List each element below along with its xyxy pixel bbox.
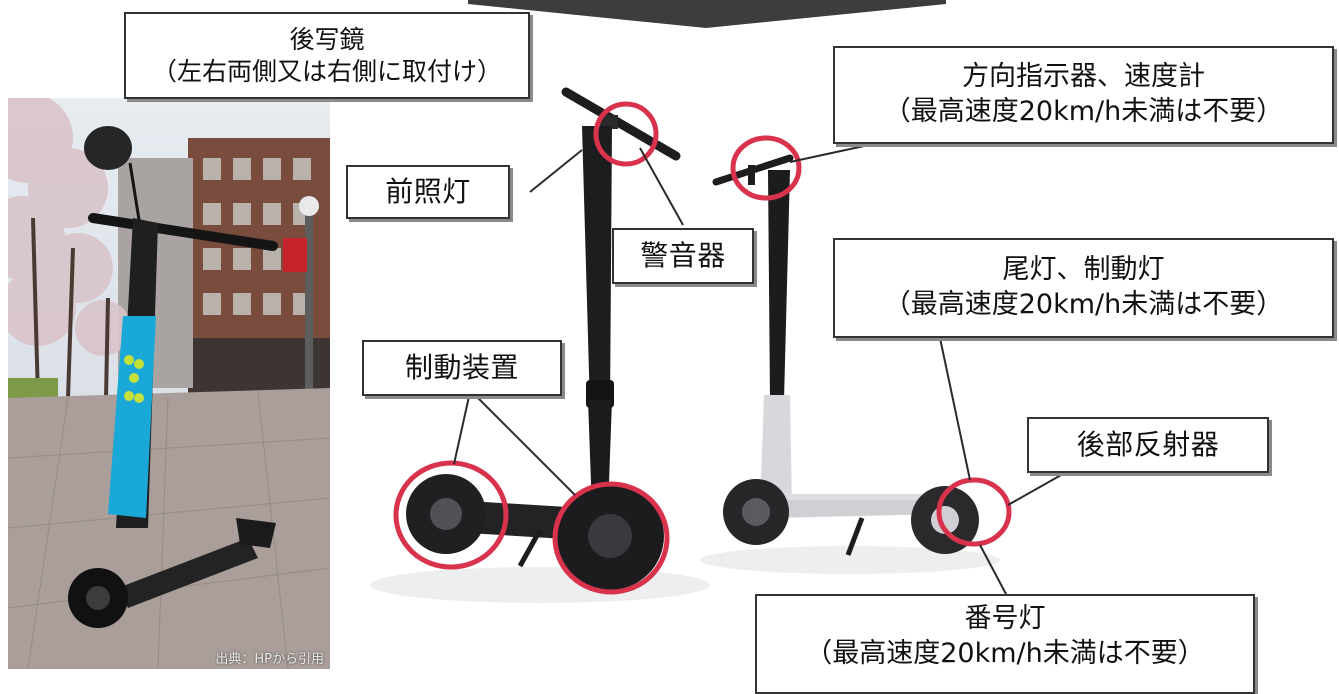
label-rear-reflector: 後部反射器 bbox=[1027, 417, 1269, 473]
ground-shadow bbox=[700, 546, 1000, 574]
highlight-rear-reflector bbox=[936, 477, 1012, 547]
top-banner bbox=[468, 0, 946, 28]
label-tail-light-title: 尾灯、制動灯 bbox=[1002, 254, 1165, 286]
label-rear-reflector-text: 後部反射器 bbox=[1076, 428, 1220, 462]
leader-tail-light bbox=[939, 337, 971, 481]
label-plate-light-title: 番号灯 bbox=[964, 603, 1046, 634]
label-turn-signal-note: （最高速度20km/h未満は不要） bbox=[883, 96, 1284, 127]
label-turn-signal-title: 方向指示器、速度計 bbox=[962, 61, 1205, 93]
highlight-turn-signal bbox=[730, 135, 802, 201]
leader-horn bbox=[639, 147, 684, 226]
street-scooter-photo: 出典：HPから引用 bbox=[8, 98, 330, 669]
label-plate-light-note: （最高速度20km/h未満は不要） bbox=[805, 637, 1205, 669]
scene-illustration bbox=[119, 0, 1071, 603]
white-scooter bbox=[712, 154, 979, 556]
highlight-rear-brake bbox=[552, 481, 670, 595]
label-rear-mirror-note: （左右両側又は右側に取付け） bbox=[151, 56, 502, 86]
label-headlight-text: 前照灯 bbox=[385, 175, 471, 209]
label-headlight: 前照灯 bbox=[346, 165, 510, 219]
label-tail-light-note: （最高速度20km/h未満は不要） bbox=[883, 289, 1284, 320]
highlight-front-brake bbox=[393, 460, 509, 570]
label-rear-mirror: 後写鏡 （左右両側又は右側に取付け） bbox=[124, 12, 530, 99]
leader-headlight bbox=[529, 149, 583, 193]
leader-reflector bbox=[1007, 469, 1071, 506]
label-tail-light: 尾灯、制動灯 （最高速度20km/h未満は不要） bbox=[833, 238, 1334, 338]
leader-brake-rear bbox=[471, 391, 576, 496]
label-rear-mirror-title: 後写鏡 bbox=[289, 24, 365, 54]
leader-turn-signal bbox=[789, 142, 879, 163]
label-brake: 制動装置 bbox=[362, 340, 562, 396]
label-plate-light: 番号灯 （最高速度20km/h未満は不要） bbox=[755, 594, 1255, 694]
label-turn-signal: 方向指示器、速度計 （最高速度20km/h未満は不要） bbox=[833, 46, 1334, 144]
label-horn-text: 警音器 bbox=[640, 239, 726, 273]
ground-shadow bbox=[370, 567, 710, 603]
label-brake-text: 制動装置 bbox=[404, 351, 519, 385]
highlight-horn-handlebar bbox=[593, 101, 659, 167]
photo-credit: 出典：HPから引用 bbox=[215, 652, 324, 667]
label-horn: 警音器 bbox=[612, 228, 754, 284]
leader-plate-light bbox=[979, 544, 1007, 595]
leader-brake-front bbox=[453, 391, 471, 465]
